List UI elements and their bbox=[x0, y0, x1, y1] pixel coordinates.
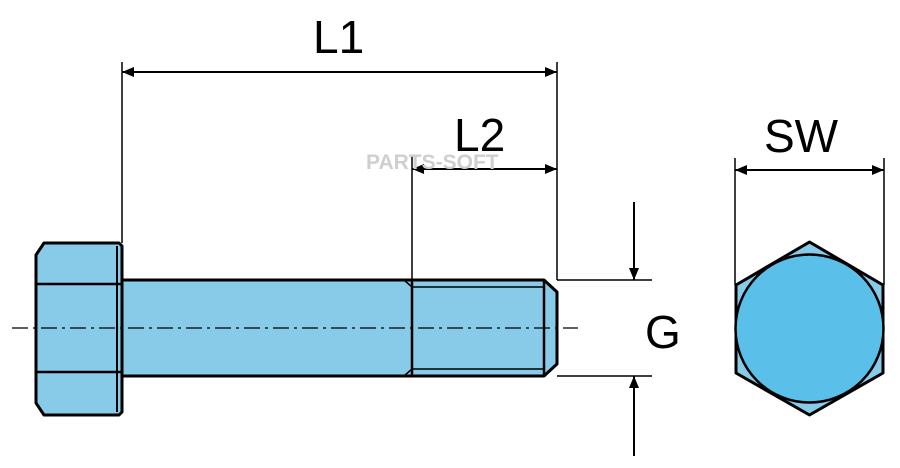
hex-end-view bbox=[734, 240, 885, 417]
label-l2: L2 bbox=[454, 109, 505, 161]
label-g: G bbox=[645, 306, 681, 358]
thread-runout-upper bbox=[403, 279, 413, 288]
hex-bearing-face bbox=[734, 253, 885, 404]
bolt-side-view bbox=[12, 241, 578, 417]
label-sw: SW bbox=[764, 110, 839, 162]
bolt-head bbox=[34, 241, 124, 417]
dimension-lines bbox=[122, 67, 884, 456]
label-l1: L1 bbox=[313, 11, 364, 63]
thread-runout-lower bbox=[403, 368, 413, 377]
watermark-text: PARTS-SOFT bbox=[366, 151, 499, 174]
